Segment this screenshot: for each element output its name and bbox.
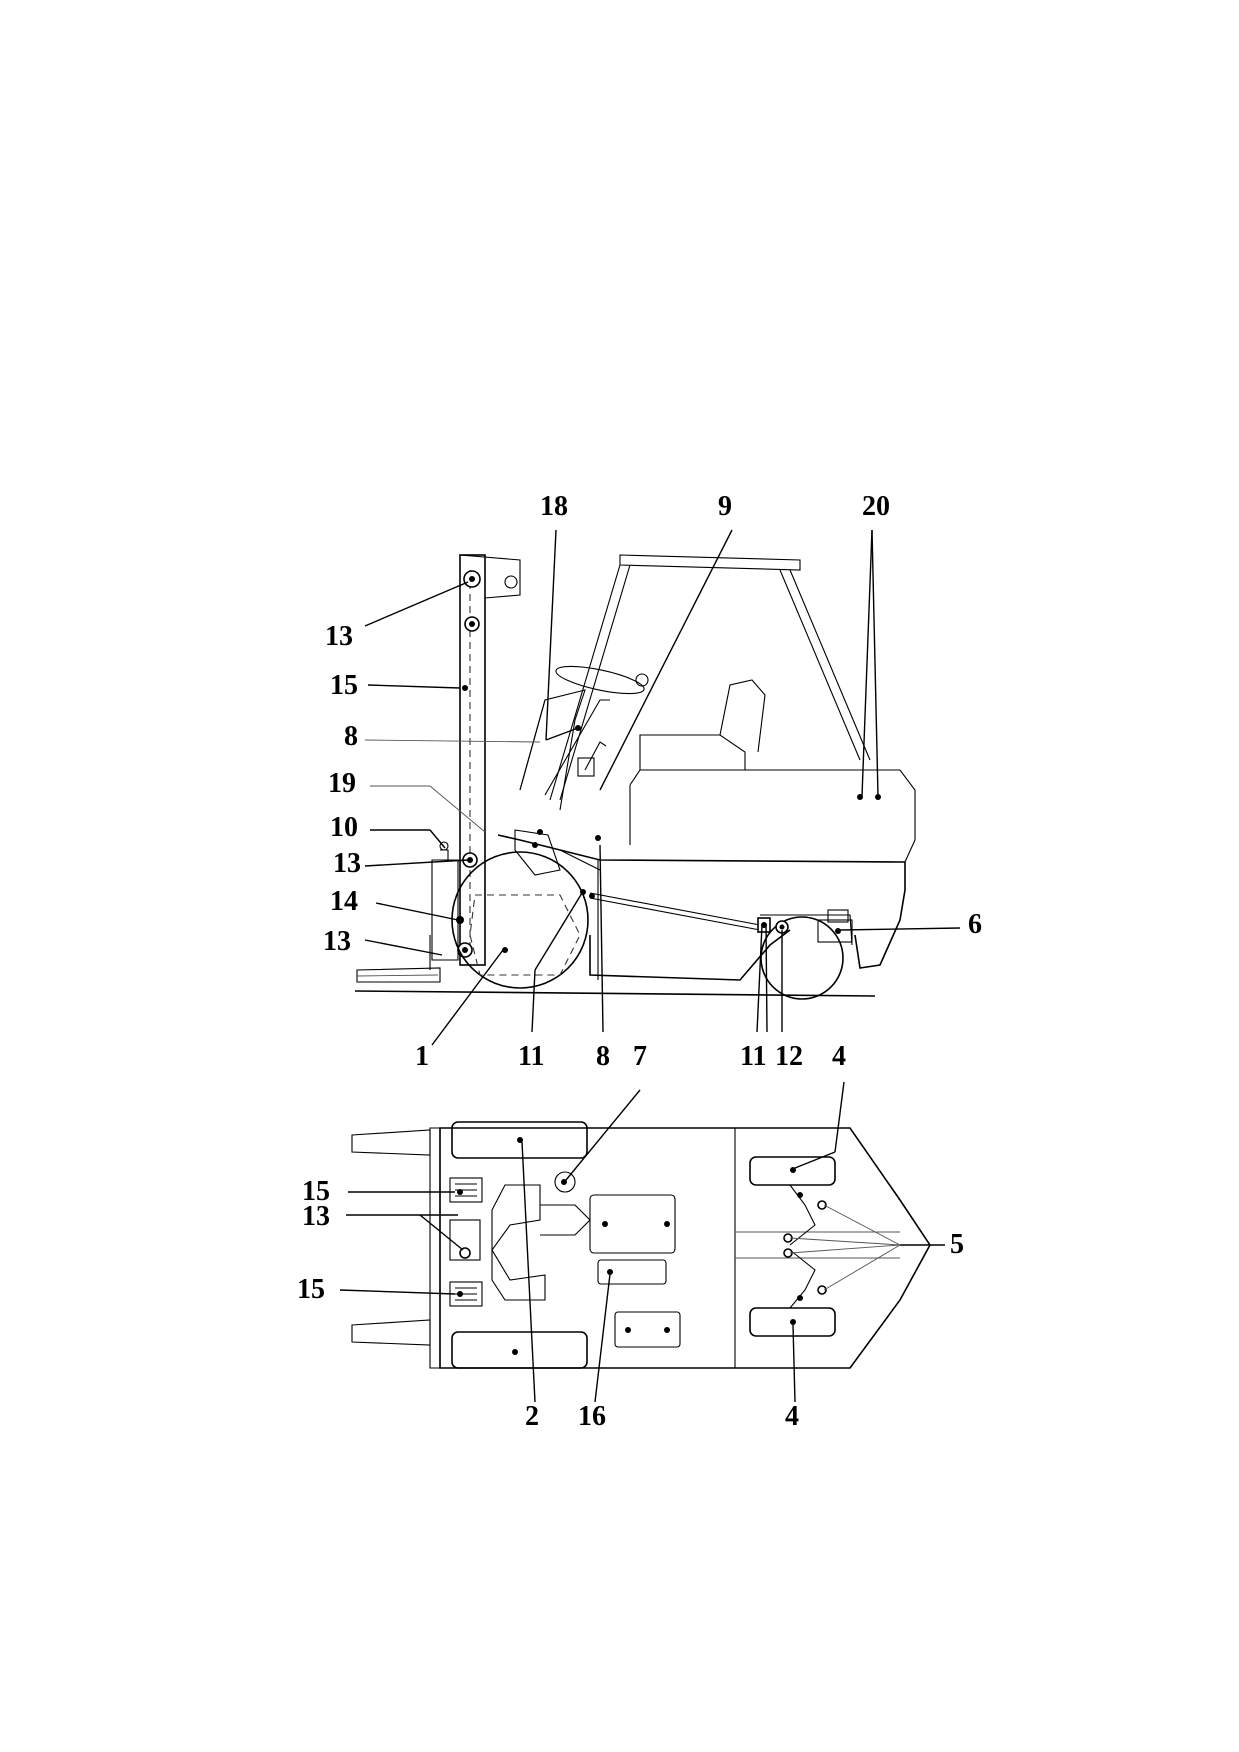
- drag-link: [580, 889, 761, 931]
- callout-15-lower: 15: [297, 1274, 325, 1305]
- front-wheel: [451, 851, 589, 989]
- mast: [431, 554, 521, 966]
- callout-11-rear: 11: [740, 1041, 766, 1072]
- front-wheel-right: [451, 1331, 588, 1369]
- drive-axle: [491, 1184, 546, 1301]
- rear-wheel-left: [749, 1156, 836, 1186]
- forks-top: [351, 1127, 441, 1369]
- truck-body: [497, 769, 916, 981]
- callout-8-lower: 8: [596, 1041, 610, 1072]
- callout-labels: 18 9 20 13 15 8 19 10 13 14 13 6 1 11 8 …: [297, 491, 982, 1432]
- side-view-leaders: [364, 529, 961, 1046]
- callout-15-upper: 15: [302, 1176, 330, 1207]
- callout-15-side: 15: [330, 670, 358, 701]
- steering-column: [519, 665, 649, 811]
- callout-11-front: 11: [518, 1041, 544, 1072]
- operator-seat: [639, 679, 766, 771]
- rear-wheel: [757, 909, 853, 1000]
- ground-line: [354, 990, 876, 997]
- callout-13-topview: 13: [302, 1201, 330, 1232]
- callout-13-top: 13: [325, 621, 353, 652]
- callout-18: 18: [540, 491, 568, 522]
- callout-14: 14: [330, 886, 358, 917]
- callout-7: 7: [633, 1041, 647, 1072]
- top-view: [339, 1081, 945, 1403]
- callout-13-low: 13: [323, 926, 351, 957]
- callout-1: 1: [415, 1041, 429, 1072]
- tilt-cylinder: [514, 829, 601, 876]
- callout-4-bottom: 4: [785, 1401, 799, 1432]
- callout-16: 16: [578, 1401, 606, 1432]
- overhead-guard: [549, 554, 871, 801]
- mast-channels: [449, 1177, 483, 1307]
- engine-block: [589, 1194, 676, 1254]
- front-wheel-left: [451, 1121, 588, 1159]
- battery: [597, 1259, 667, 1285]
- callout-13-mid: 13: [333, 848, 361, 879]
- callout-5: 5: [950, 1229, 964, 1260]
- fuel-tank: [614, 1311, 681, 1348]
- callout-20: 20: [862, 491, 890, 522]
- rear-wheel-right: [749, 1307, 836, 1337]
- callout-8-side: 8: [344, 721, 358, 752]
- top-view-leaders: [339, 1081, 945, 1403]
- callout-19: 19: [328, 768, 356, 799]
- callout-2: 2: [525, 1401, 539, 1432]
- callout-10: 10: [330, 812, 358, 843]
- callout-4-top: 4: [832, 1041, 846, 1072]
- steer-linkage: [783, 1184, 827, 1309]
- callout-9: 9: [718, 491, 732, 522]
- callout-6: 6: [968, 909, 982, 940]
- forks: [356, 935, 441, 983]
- callout-12: 12: [775, 1041, 803, 1072]
- side-view: [354, 529, 961, 1046]
